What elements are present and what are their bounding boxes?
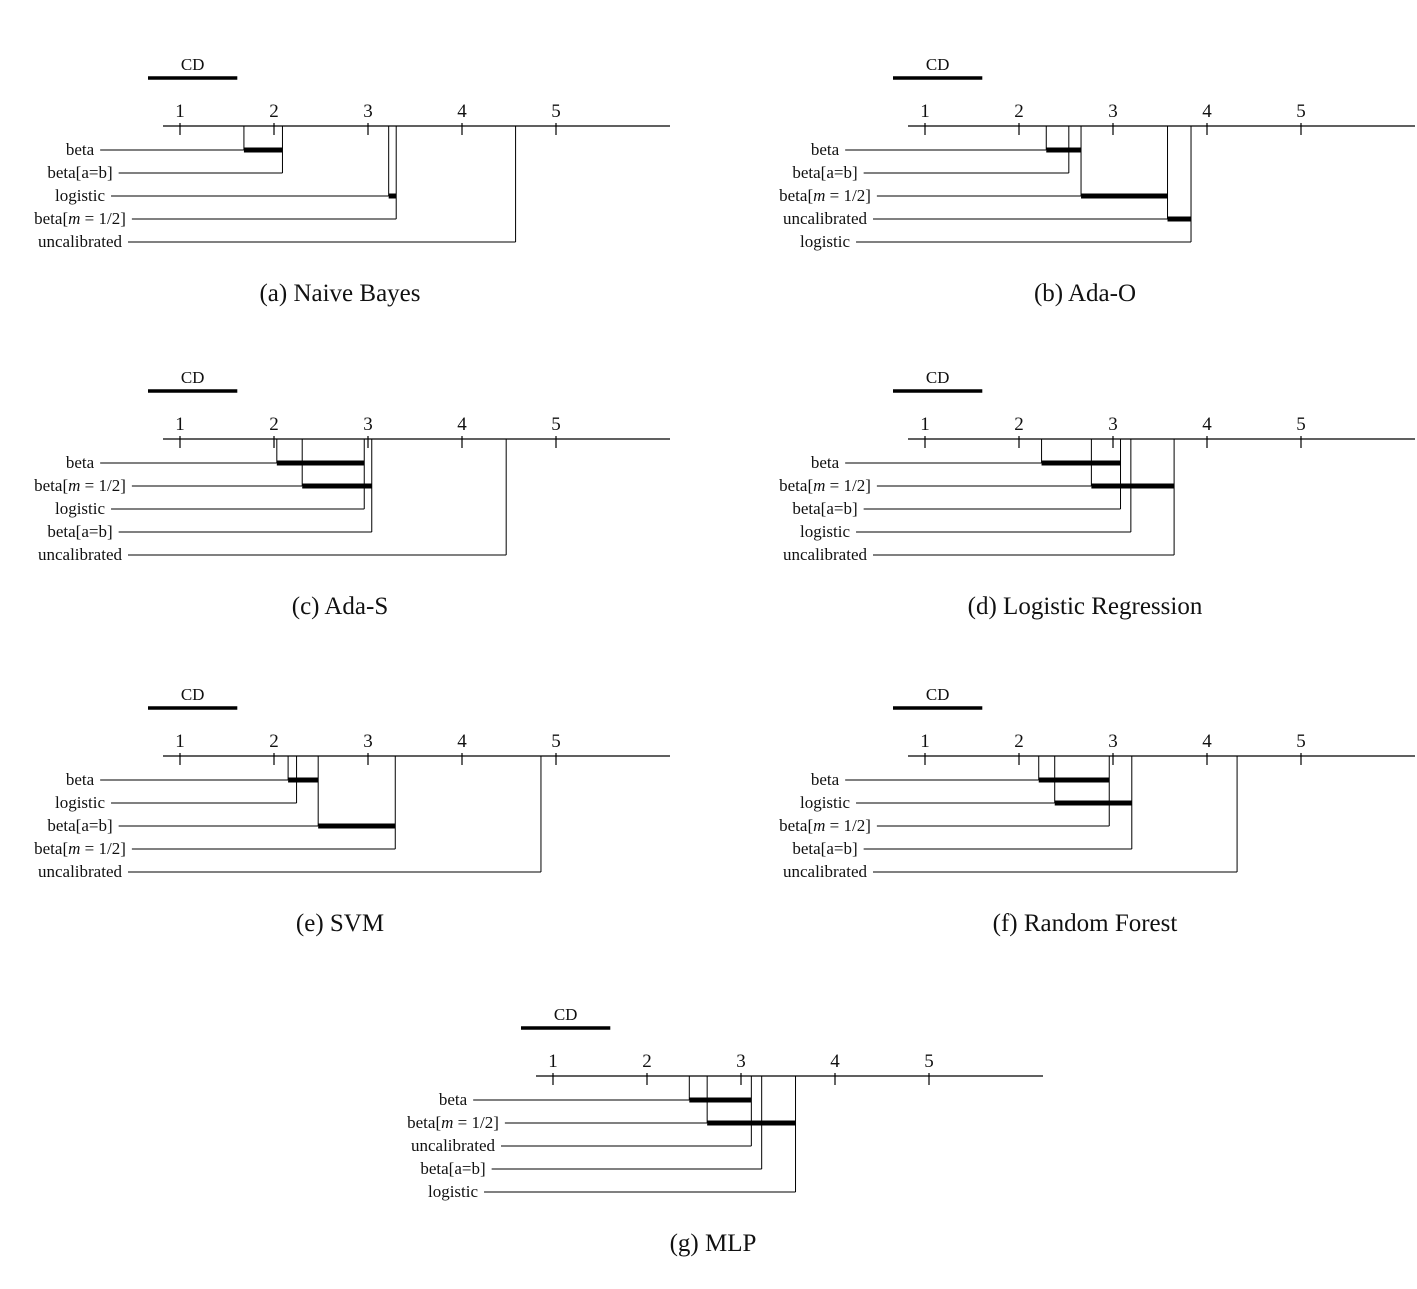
axis-tick-label: 3 bbox=[363, 731, 373, 752]
cd-label: CD bbox=[181, 368, 205, 387]
axis-tick-label: 2 bbox=[269, 731, 279, 752]
method-label: uncalibrated bbox=[38, 545, 123, 564]
axis-tick-label: 5 bbox=[1296, 101, 1306, 122]
axis-tick-label: 4 bbox=[457, 414, 467, 435]
method-label: logistic bbox=[800, 232, 851, 251]
axis-tick-label: 4 bbox=[1202, 414, 1212, 435]
method-label: beta[a=b] bbox=[47, 816, 112, 835]
cd-diagram-mlp: CD 1 2 3 4 5 beta beta[m = 1/2] uncalibrated beta… bbox=[407, 1005, 1043, 1201]
subplot-caption-mlp: (g) MLP bbox=[669, 1230, 757, 1257]
method-label: logistic bbox=[55, 793, 106, 812]
axis-tick-label: 3 bbox=[1108, 731, 1118, 752]
subplot-ada-o: CD 1 2 3 4 5 beta beta[a=b] beta[m = 1/2] uncalib… bbox=[745, 48, 1417, 308]
cd-label: CD bbox=[926, 368, 950, 387]
subplot-caption-logistic-regression: (d) Logistic Regression bbox=[967, 593, 1203, 620]
method-label: beta[a=b] bbox=[47, 522, 112, 541]
method-label: beta[m = 1/2] bbox=[34, 839, 126, 858]
method-label: logistic bbox=[428, 1182, 479, 1201]
cd-label: CD bbox=[926, 55, 950, 74]
cd-label: CD bbox=[926, 685, 950, 704]
method-label: beta[m = 1/2] bbox=[779, 816, 871, 835]
axis-tick-label: 4 bbox=[830, 1051, 840, 1072]
subplot-random-forest: CD 1 2 3 4 5 beta logistic beta[m = 1/2] beta[a=b… bbox=[745, 678, 1417, 938]
axis-tick-label: 2 bbox=[642, 1051, 652, 1072]
axis-tick-label: 2 bbox=[269, 101, 279, 122]
method-label: beta bbox=[439, 1090, 468, 1109]
subplot-logistic-regression: CD 1 2 3 4 5 beta beta[m = 1/2] beta[a=b] logisti… bbox=[745, 361, 1417, 621]
method-label: beta[m = 1/2] bbox=[34, 209, 126, 228]
cd-diagram-logistic-regression: CD 1 2 3 4 5 beta beta[m = 1/2] beta[a=b] logisti… bbox=[779, 368, 1415, 564]
method-label: beta bbox=[811, 770, 840, 789]
cd-diagram-ada-s: CD 1 2 3 4 5 beta beta[m = 1/2] logistic beta[a=b… bbox=[34, 368, 670, 564]
subplot-caption-ada-s: (c) Ada-S bbox=[291, 593, 389, 620]
axis-tick-label: 5 bbox=[1296, 731, 1306, 752]
method-label: uncalibrated bbox=[783, 862, 868, 881]
axis-tick-label: 1 bbox=[920, 101, 930, 122]
axis-tick-label: 3 bbox=[1108, 101, 1118, 122]
method-label: logistic bbox=[800, 522, 851, 541]
method-label: beta[a=b] bbox=[792, 839, 857, 858]
subplot-naive-bayes: CD 1 2 3 4 5 beta beta[a=b] logistic beta[m = 1/2… bbox=[0, 48, 680, 308]
method-label: uncalibrated bbox=[411, 1136, 496, 1155]
axis-tick-label: 1 bbox=[920, 414, 930, 435]
axis-tick-label: 2 bbox=[1014, 731, 1024, 752]
method-label: logistic bbox=[800, 793, 851, 812]
axis-tick-label: 2 bbox=[1014, 101, 1024, 122]
axis-tick-label: 3 bbox=[1108, 414, 1118, 435]
axis-tick-label: 5 bbox=[924, 1051, 934, 1072]
method-label: beta[m = 1/2] bbox=[34, 476, 126, 495]
method-label: beta bbox=[66, 770, 95, 789]
axis-tick-label: 1 bbox=[548, 1051, 558, 1072]
method-label: uncalibrated bbox=[38, 862, 123, 881]
axis-tick-label: 1 bbox=[175, 731, 185, 752]
method-label: logistic bbox=[55, 186, 106, 205]
axis-tick-label: 5 bbox=[551, 731, 561, 752]
axis-tick-label: 4 bbox=[457, 101, 467, 122]
axis-tick-label: 1 bbox=[920, 731, 930, 752]
method-label: beta[a=b] bbox=[792, 499, 857, 518]
axis-tick-label: 1 bbox=[175, 414, 185, 435]
subplot-caption-naive-bayes: (a) Naive Bayes bbox=[259, 280, 421, 307]
subplot-ada-s: CD 1 2 3 4 5 beta beta[m = 1/2] logistic beta[a=b… bbox=[0, 361, 680, 621]
axis-tick-label: 4 bbox=[1202, 101, 1212, 122]
axis-tick-label: 5 bbox=[1296, 414, 1306, 435]
axis-tick-label: 2 bbox=[269, 414, 279, 435]
method-label: beta[m = 1/2] bbox=[779, 476, 871, 495]
axis-tick-label: 4 bbox=[1202, 731, 1212, 752]
method-label: beta[a=b] bbox=[792, 163, 857, 182]
axis-tick-label: 2 bbox=[1014, 414, 1024, 435]
method-label: beta bbox=[811, 140, 840, 159]
method-label: beta[m = 1/2] bbox=[407, 1113, 499, 1132]
axis-tick-label: 5 bbox=[551, 414, 561, 435]
axis-tick-label: 1 bbox=[175, 101, 185, 122]
cd-diagram-ada-o: CD 1 2 3 4 5 beta beta[a=b] beta[m = 1/2] uncalib… bbox=[779, 55, 1415, 251]
method-label: beta[m = 1/2] bbox=[779, 186, 871, 205]
method-label: uncalibrated bbox=[783, 209, 868, 228]
cd-diagram-random-forest: CD 1 2 3 4 5 beta logistic beta[m = 1/2] beta[a=b… bbox=[779, 685, 1415, 881]
axis-tick-label: 4 bbox=[457, 731, 467, 752]
method-label: beta bbox=[66, 140, 95, 159]
axis-tick-label: 3 bbox=[736, 1051, 746, 1072]
axis-tick-label: 5 bbox=[551, 101, 561, 122]
subplot-caption-svm: (e) SVM bbox=[295, 910, 385, 937]
subplot-svm: CD 1 2 3 4 5 beta logistic beta[a=b] beta[m = 1/2… bbox=[0, 678, 680, 938]
cd-label: CD bbox=[181, 685, 205, 704]
cd-diagram-naive-bayes: CD 1 2 3 4 5 beta beta[a=b] logistic beta[m = 1/2… bbox=[34, 55, 670, 251]
method-label: beta bbox=[66, 453, 95, 472]
cd-label: CD bbox=[181, 55, 205, 74]
method-label: beta bbox=[811, 453, 840, 472]
method-label: uncalibrated bbox=[38, 232, 123, 251]
axis-tick-label: 3 bbox=[363, 101, 373, 122]
cd-diagram-svm: CD 1 2 3 4 5 beta logistic beta[a=b] beta[m = 1/2… bbox=[34, 685, 670, 881]
axis-tick-label: 3 bbox=[363, 414, 373, 435]
cd-label: CD bbox=[554, 1005, 578, 1024]
method-label: beta[a=b] bbox=[47, 163, 112, 182]
subplot-mlp: CD 1 2 3 4 5 beta beta[m = 1/2] uncalibrated beta… bbox=[373, 998, 1053, 1258]
subplot-caption-random-forest: (f) Random Forest bbox=[992, 910, 1178, 937]
subplot-caption-ada-o: (b) Ada-O bbox=[1033, 280, 1137, 307]
method-label: logistic bbox=[55, 499, 106, 518]
method-label: uncalibrated bbox=[783, 545, 868, 564]
method-label: beta[a=b] bbox=[420, 1159, 485, 1178]
